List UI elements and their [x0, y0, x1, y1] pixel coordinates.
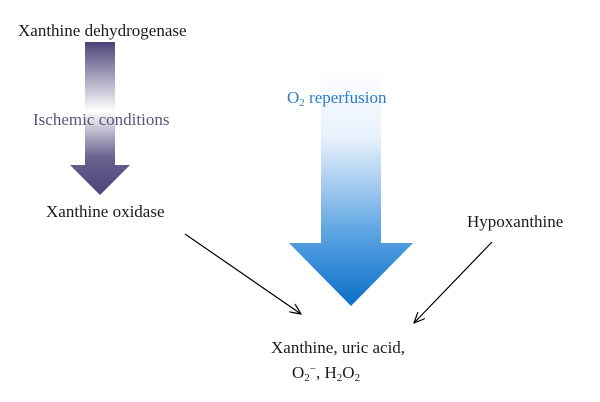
- xanthine-oxidase-to-products-arrow: [184, 233, 301, 314]
- reperfusion-arrow: [289, 68, 413, 306]
- hypoxanthine-label: Hypoxanthine: [467, 212, 564, 231]
- products-label-line1: Xanthine, uric acid,: [271, 338, 406, 357]
- o2-reperfusion-label: O2 reperfusion: [287, 88, 387, 109]
- xanthine-dehydrogenase-label: Xanthine dehydrogenase: [18, 21, 187, 40]
- ischemic-conversion-arrow: [70, 42, 130, 195]
- xanthine-oxidase-label: Xanthine oxidase: [46, 202, 165, 221]
- products-label-line2: O2−, H2O2: [292, 363, 361, 384]
- ischemic-conditions-label: Ischemic conditions: [33, 110, 170, 129]
- hypoxanthine-to-products-arrow: [414, 241, 493, 323]
